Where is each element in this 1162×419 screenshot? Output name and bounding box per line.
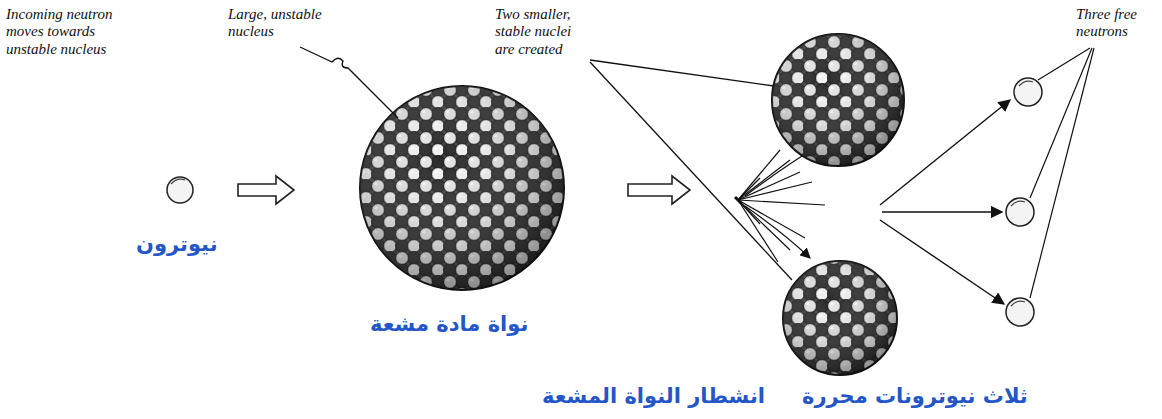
callout-text: Large, unstable nucleus [228,6,334,41]
fission-burst [735,148,825,262]
leader-line [590,60,792,280]
arabic-label: نواة مادة مشعة [368,312,530,337]
small-nucleus [772,34,904,166]
hollow-arrow [238,176,294,204]
callout-text: Incoming neutron moves towards unstable … [6,6,128,58]
callout-text: Three free neutrons [1076,6,1156,41]
leader-line [300,47,398,118]
callout-text: Two smaller, stable nuclei are created [495,6,589,58]
neutron-path [880,100,1010,304]
neutron [167,177,193,203]
arabic-label: نيوترون [134,232,220,257]
small-nucleus [783,261,897,375]
large-nucleus [360,86,564,290]
free-neutron [1006,78,1042,326]
leader-line [1030,48,1094,298]
arabic-label: انشطار النواة المشعة [540,384,767,409]
arabic-label: ثلاث نيوترونات محررة [800,384,1030,409]
hollow-arrow [628,176,690,204]
